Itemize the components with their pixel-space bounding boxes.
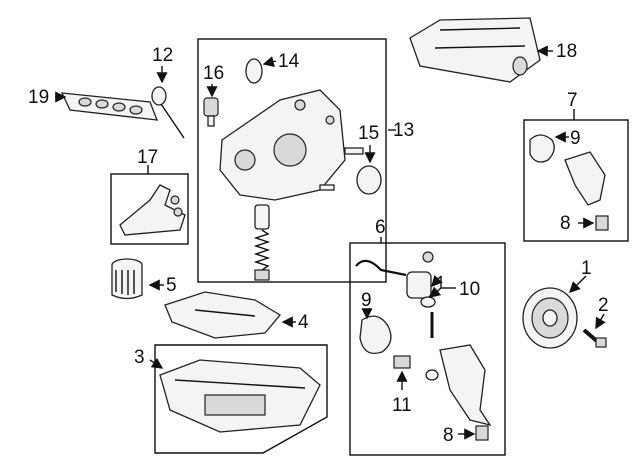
callout-16: 16 — [203, 63, 225, 84]
callout-9b: 9 — [361, 290, 372, 311]
callout-3: 3 — [134, 347, 145, 368]
callout-8a: 8 — [560, 213, 571, 234]
callout-2: 2 — [598, 295, 609, 316]
dipstick-part — [151, 86, 185, 139]
o-ring-part — [245, 58, 263, 84]
callout-18: 18 — [556, 41, 578, 62]
group-6-box — [349, 242, 506, 456]
group-17-box — [110, 173, 189, 245]
oil-pressure-sensor-part — [203, 97, 219, 127]
callout-1: 1 — [581, 258, 592, 279]
callout-15: 15 — [358, 123, 380, 144]
callout-12: 12 — [152, 45, 174, 66]
baffle-plate-part — [164, 291, 281, 339]
callout-19: 19 — [28, 87, 50, 108]
callout-8b: 8 — [443, 425, 454, 446]
relief-valve-part — [253, 204, 271, 281]
callout-5: 5 — [166, 275, 177, 296]
callout-11: 11 — [392, 395, 412, 416]
intake-gasket-part — [60, 92, 158, 121]
oil-pan-box — [154, 344, 328, 454]
callout-6: 6 — [375, 217, 386, 238]
group-7-box — [523, 119, 629, 242]
callout-14: 14 — [278, 51, 300, 72]
callout-13: 13 — [393, 120, 415, 141]
oil-filter-part — [111, 258, 143, 300]
pulley-bolt-part — [582, 328, 607, 348]
oil-pump-group-box — [197, 38, 387, 283]
callout-17: 17 — [137, 147, 159, 168]
oil-pump-part — [219, 89, 364, 201]
callout-7: 7 — [567, 90, 578, 111]
crankshaft-pulley-part — [522, 287, 578, 349]
callout-10: 10 — [459, 279, 481, 300]
vtc-group-6-part — [355, 251, 492, 441]
bracket-part — [119, 184, 186, 236]
head-cover-part — [409, 17, 541, 83]
oil-strainer-group-7-part — [529, 134, 609, 231]
oil-pan-part — [159, 359, 321, 433]
seal-part — [356, 165, 382, 195]
callout-4: 4 — [298, 312, 309, 333]
callout-9a: 9 — [570, 128, 581, 149]
